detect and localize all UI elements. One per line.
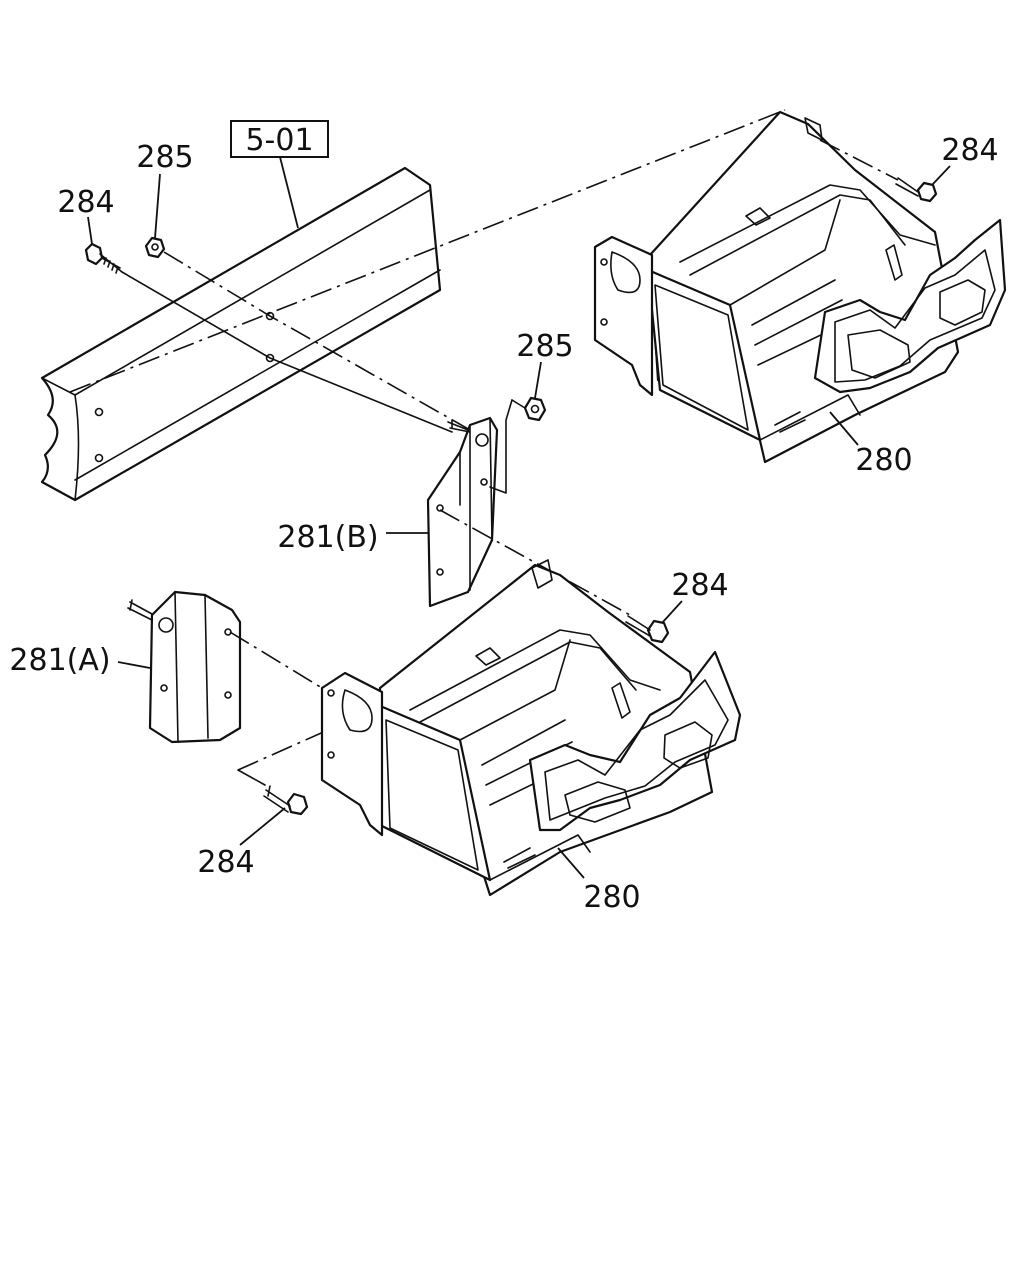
label-284-lower: 284 (197, 845, 254, 880)
bracket-281-b: 281(B) (277, 416, 499, 608)
label-285-middle: 285 (516, 329, 573, 364)
label-284-middle-right: 284 (671, 568, 728, 603)
bracket-281-a: 281(A) (9, 590, 242, 744)
label-284-upper-right: 284 (941, 133, 998, 168)
bolt-284-upper-right: 284 (819, 133, 999, 203)
label-281-a: 281(A) (9, 643, 110, 678)
frame-rail (40, 166, 442, 502)
reference-label: 5-01 (245, 123, 313, 158)
label-280-upper: 280 (855, 443, 912, 478)
battery-box-280-upper: 280 (593, 110, 1007, 478)
bolt-284-lower: 284 (197, 785, 309, 880)
nut-285-upper: 285 (136, 140, 194, 259)
label-281-b: 281(B) (277, 520, 378, 555)
bolt-284-upper-left: 284 (57, 185, 123, 274)
nut-285-middle: 285 (489, 329, 574, 494)
battery-box-280-lower: 280 (320, 559, 742, 915)
bolt-284-middle-right: 284 (625, 568, 729, 644)
reference-callout: 5-01 (230, 120, 329, 229)
label-285-upper: 285 (136, 140, 193, 175)
label-284-upper-left: 284 (57, 185, 114, 220)
label-280-lower: 280 (583, 880, 640, 915)
